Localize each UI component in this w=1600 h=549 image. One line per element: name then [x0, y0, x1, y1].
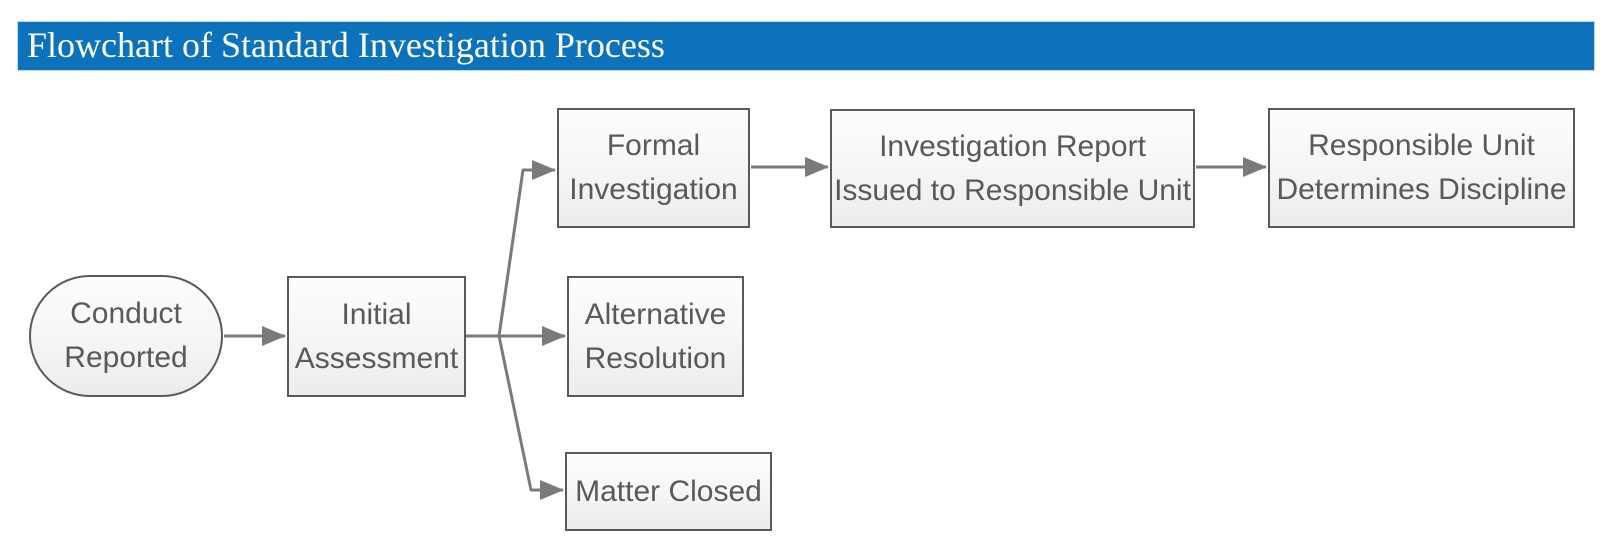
page-title: Flowchart of Standard Investigation Proc… [18, 22, 1594, 70]
node-responsible-unit: Responsible Unit Determines Discipline [1268, 108, 1575, 228]
node-investigation-report: Investigation Report Issued to Responsib… [830, 109, 1195, 228]
node-formal-investigation-label: Formal Investigation [569, 129, 738, 206]
node-responsible-unit-label: Responsible Unit Determines Discipline [1276, 129, 1567, 206]
node-alternative-resolution-label: Alternative Resolution [584, 297, 727, 375]
edge-initial-to-matter-closed [466, 334, 564, 500]
node-initial-assessment: Initial Assessment [287, 276, 466, 397]
node-formal-investigation: Formal Investigation [557, 108, 750, 228]
node-conduct-reported: Conduct Reported [29, 275, 223, 397]
node-investigation-report-label: Investigation Report Issued to Responsib… [834, 129, 1191, 207]
edge-initial-to-formal [466, 160, 556, 338]
node-alternative-resolution: Alternative Resolution [567, 276, 744, 397]
node-initial-assessment-label: Initial Assessment [294, 297, 459, 375]
node-matter-closed-label: Matter Closed [575, 474, 762, 508]
node-conduct-reported-label: Conduct Reported [64, 297, 188, 374]
node-matter-closed: Matter Closed [565, 452, 772, 531]
